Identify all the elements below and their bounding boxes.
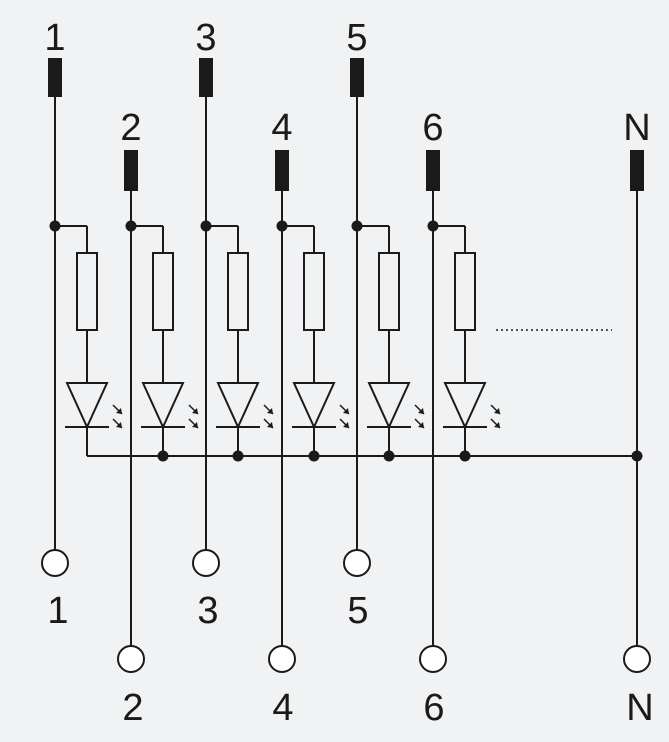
- led-icon-3: [216, 382, 260, 430]
- top-label-4: 4: [271, 107, 292, 149]
- fuse-icon-1: [48, 58, 62, 97]
- led-light-arrowhead-4-1: [343, 408, 349, 414]
- terminal-circle-icon-4: [268, 645, 296, 673]
- bottom-label-2: 2: [122, 687, 143, 729]
- led-light-arrowhead-3-2: [267, 422, 273, 428]
- led-light-arrowhead-5-1: [418, 408, 424, 414]
- bottom-label-5: 5: [347, 590, 368, 632]
- led-icon-5: [367, 382, 411, 430]
- led-light-arrowhead-2-2: [192, 422, 198, 428]
- led-light-arrowhead-5-2: [418, 422, 424, 428]
- fuse-icon-5: [350, 58, 364, 97]
- terminal-circle-icon-n: [623, 645, 651, 673]
- top-label-1: 1: [44, 17, 65, 59]
- bottom-label-6: 6: [423, 687, 444, 729]
- led-light-arrowhead-1-1: [116, 408, 122, 414]
- terminal-circle-icon-3: [192, 549, 220, 577]
- bottom-label-4: 4: [272, 687, 293, 729]
- led-light-arrowhead-1-2: [116, 422, 122, 428]
- top-label-2: 2: [120, 107, 141, 149]
- led-light-arrowhead-2-1: [192, 408, 198, 414]
- circuit-drawing: [41, 58, 651, 673]
- bottom-label-n: N: [626, 687, 653, 729]
- bottom-label-3: 3: [197, 590, 218, 632]
- fuse-icon-3: [199, 58, 213, 97]
- terminal-circle-icon-1: [41, 549, 69, 577]
- top-label-6: 6: [422, 107, 443, 149]
- top-label-n: N: [623, 107, 650, 149]
- fuse-icon-4: [275, 150, 289, 191]
- terminal-circle-icon-2: [117, 645, 145, 673]
- bottom-label-1: 1: [47, 590, 68, 632]
- led-light-arrowhead-6-2: [494, 422, 500, 428]
- led-icon-1: [65, 382, 109, 430]
- terminal-circle-icon-5: [343, 549, 371, 577]
- bus-dot-n: [631, 450, 643, 462]
- fuse-icon-6: [426, 150, 440, 191]
- fuse-icon-n: [630, 150, 644, 191]
- led-light-arrowhead-6-1: [494, 408, 500, 414]
- fuse-icon-2: [124, 150, 138, 191]
- top-label-5: 5: [346, 17, 367, 59]
- led-icon-6: [443, 382, 487, 430]
- top-label-3: 3: [195, 17, 216, 59]
- led-light-arrowhead-3-1: [267, 408, 273, 414]
- led-icon-4: [292, 382, 336, 430]
- led-icon-2: [141, 382, 185, 430]
- led-light-arrowhead-4-2: [343, 422, 349, 428]
- terminal-circle-icon-6: [419, 645, 447, 673]
